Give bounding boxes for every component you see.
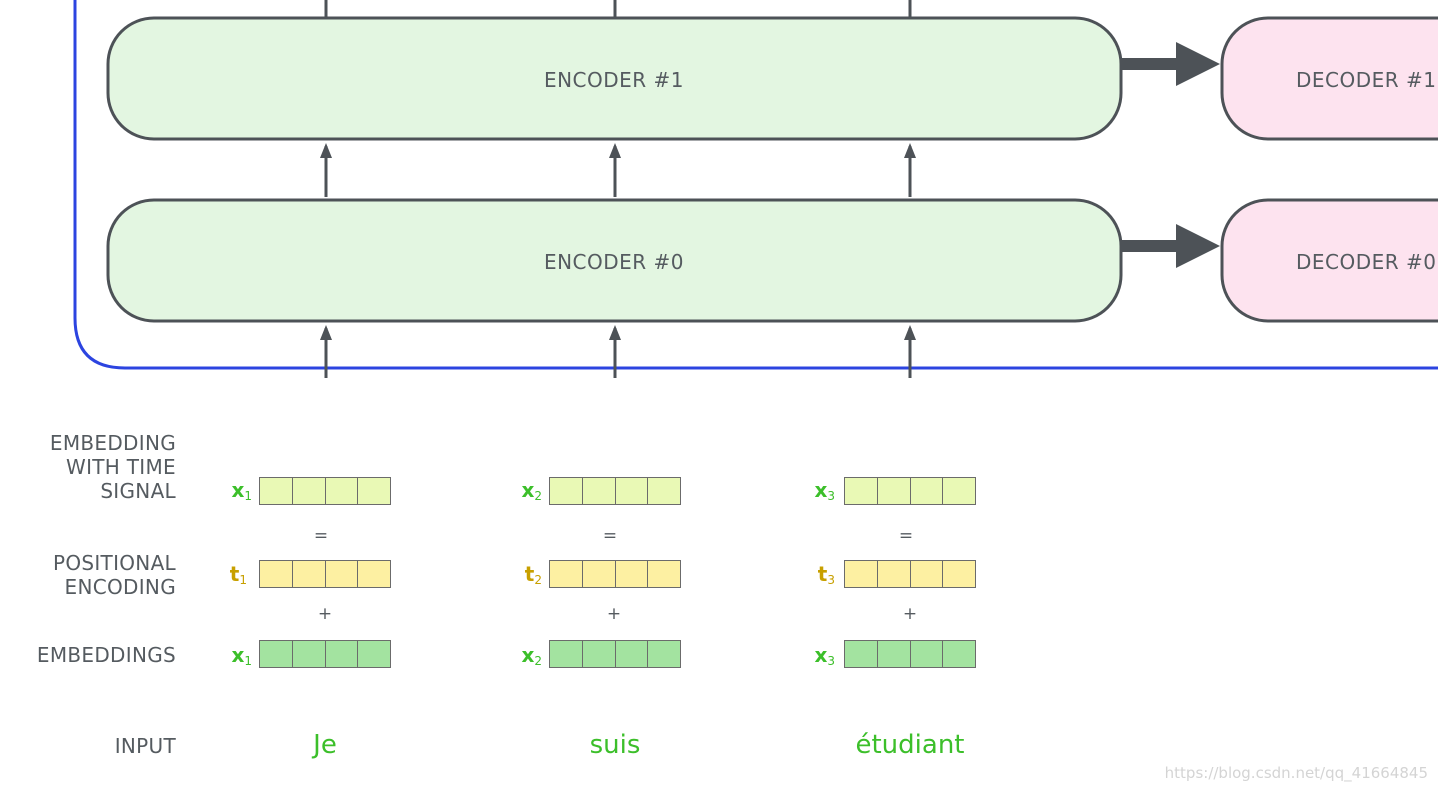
x-embed-label-2: x2 <box>521 643 542 668</box>
embedding-vector-1 <box>259 640 391 668</box>
encoder-1-box <box>106 16 1123 141</box>
encoder-0-label: ENCODER #0 <box>544 250 684 274</box>
x-time-label-2: x2 <box>521 478 542 503</box>
decoder-1-label: DECODER #1 <box>1296 68 1437 92</box>
x-time-vector-3 <box>844 477 976 505</box>
arrows-into-encoder0 <box>320 325 916 378</box>
input-word-3: étudiant <box>855 730 965 760</box>
arrow-encoder1-to-decoder1 <box>1121 42 1220 86</box>
x-time-label-3: x3 <box>814 478 835 503</box>
watermark: https://blog.csdn.net/qq_41664845 <box>1164 764 1428 782</box>
row-label-line: ENCODING <box>64 575 176 599</box>
x-time-vector-2 <box>549 477 681 505</box>
stack-container <box>73 0 1438 370</box>
plus-op-1: + <box>317 604 333 624</box>
equals-op-3: = <box>898 526 914 546</box>
arrow-encoder0-to-decoder0 <box>1121 224 1220 268</box>
row-label-line: SIGNAL <box>100 479 176 503</box>
x-embed-label-1: x1 <box>231 643 252 668</box>
x-embed-label-3: x3 <box>814 643 835 668</box>
x-time-vector-1 <box>259 477 391 505</box>
equals-op-1: = <box>313 526 329 546</box>
encoder-0-box <box>106 198 1123 323</box>
positional-vector-3 <box>844 560 976 588</box>
row-label-time-signal: EMBEDDING WITH TIME SIGNAL <box>50 431 176 503</box>
t-label-1: t1 <box>229 562 247 587</box>
plus-op-3: + <box>902 604 918 624</box>
t-label-3: t3 <box>817 562 835 587</box>
plus-op-2: + <box>606 604 622 624</box>
row-label-line: POSITIONAL <box>52 551 176 575</box>
arrows-encoder0-to-encoder1 <box>320 143 916 197</box>
encoder-1-label: ENCODER #1 <box>544 68 684 92</box>
decoder-1-box <box>1220 16 1438 141</box>
row-label-embeddings: EMBEDDINGS <box>36 643 176 667</box>
row-label-positional: POSITIONAL ENCODING <box>53 551 176 599</box>
x-time-label-1: x1 <box>231 478 252 503</box>
row-label-line: EMBEDDING <box>49 431 176 455</box>
positional-vector-2 <box>549 560 681 588</box>
embedding-vector-2 <box>549 640 681 668</box>
decoder-0-label: DECODER #0 <box>1296 250 1437 274</box>
input-word-2: suis <box>589 730 641 760</box>
t-label-2: t2 <box>524 562 542 587</box>
embedding-vector-3 <box>844 640 976 668</box>
decoder-0-box <box>1220 198 1438 323</box>
positional-vector-1 <box>259 560 391 588</box>
row-label-line: WITH TIME <box>66 455 176 479</box>
input-word-1: Je <box>313 730 337 760</box>
row-label-input: INPUT <box>114 734 176 758</box>
equals-op-2: = <box>602 526 618 546</box>
